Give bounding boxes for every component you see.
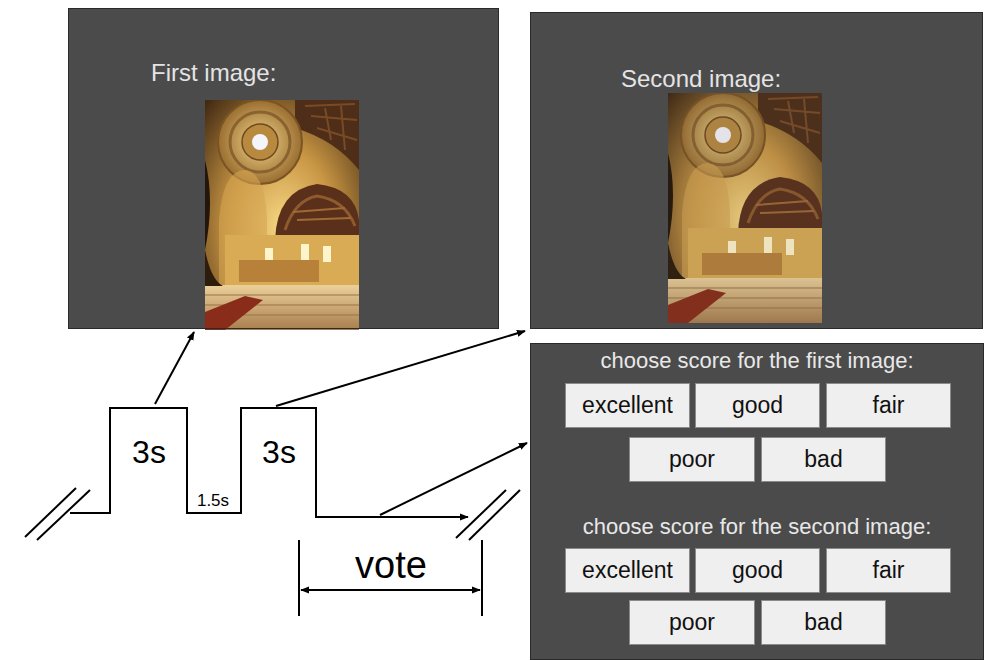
- panel-title: Second image:: [621, 65, 781, 93]
- vote-bracket: [299, 540, 482, 616]
- panel-title: First image:: [151, 59, 276, 87]
- pointer-arrow: [155, 331, 527, 515]
- duration-label: 3s: [262, 436, 296, 468]
- panel-heading: choose score for the second image:: [531, 514, 983, 540]
- score-button: bad: [761, 600, 886, 645]
- button-label: poor: [669, 611, 715, 634]
- button-label: good: [732, 559, 783, 582]
- score-button: poor: [629, 600, 755, 645]
- photo-illustration: [205, 100, 359, 330]
- button-label: good: [732, 394, 783, 417]
- button-label: bad: [804, 448, 842, 471]
- timeline-waveform: [25, 408, 520, 540]
- button-label: excellent: [582, 559, 673, 582]
- panel-ground: [530, 12, 983, 329]
- duration-label: 3s: [132, 436, 166, 468]
- score-button: good: [695, 548, 820, 593]
- button-label: excellent: [582, 394, 673, 417]
- phase-label: vote: [355, 546, 427, 584]
- score-button: poor: [629, 437, 755, 482]
- score-button: excellent: [565, 548, 690, 593]
- score-button: bad: [761, 437, 886, 482]
- panel-ground: [530, 343, 984, 660]
- button-label: fair: [873, 559, 905, 582]
- screen-panel: choose score for the first image: choose …: [530, 343, 984, 660]
- score-button: good: [695, 383, 820, 428]
- duration-label: 1.5s: [197, 492, 229, 509]
- score-button: fair: [826, 383, 951, 428]
- photo-illustration: [668, 93, 822, 323]
- score-button: fair: [826, 548, 951, 593]
- panel-ground: [68, 8, 499, 329]
- screen-panel: First image:: [68, 8, 499, 329]
- score-button: excellent: [565, 383, 690, 428]
- button-label: bad: [804, 611, 842, 634]
- button-label: fair: [873, 394, 905, 417]
- panel-heading: choose score for the first image:: [531, 348, 983, 374]
- button-label: poor: [669, 448, 715, 471]
- screen-panel: Second image:: [530, 12, 983, 329]
